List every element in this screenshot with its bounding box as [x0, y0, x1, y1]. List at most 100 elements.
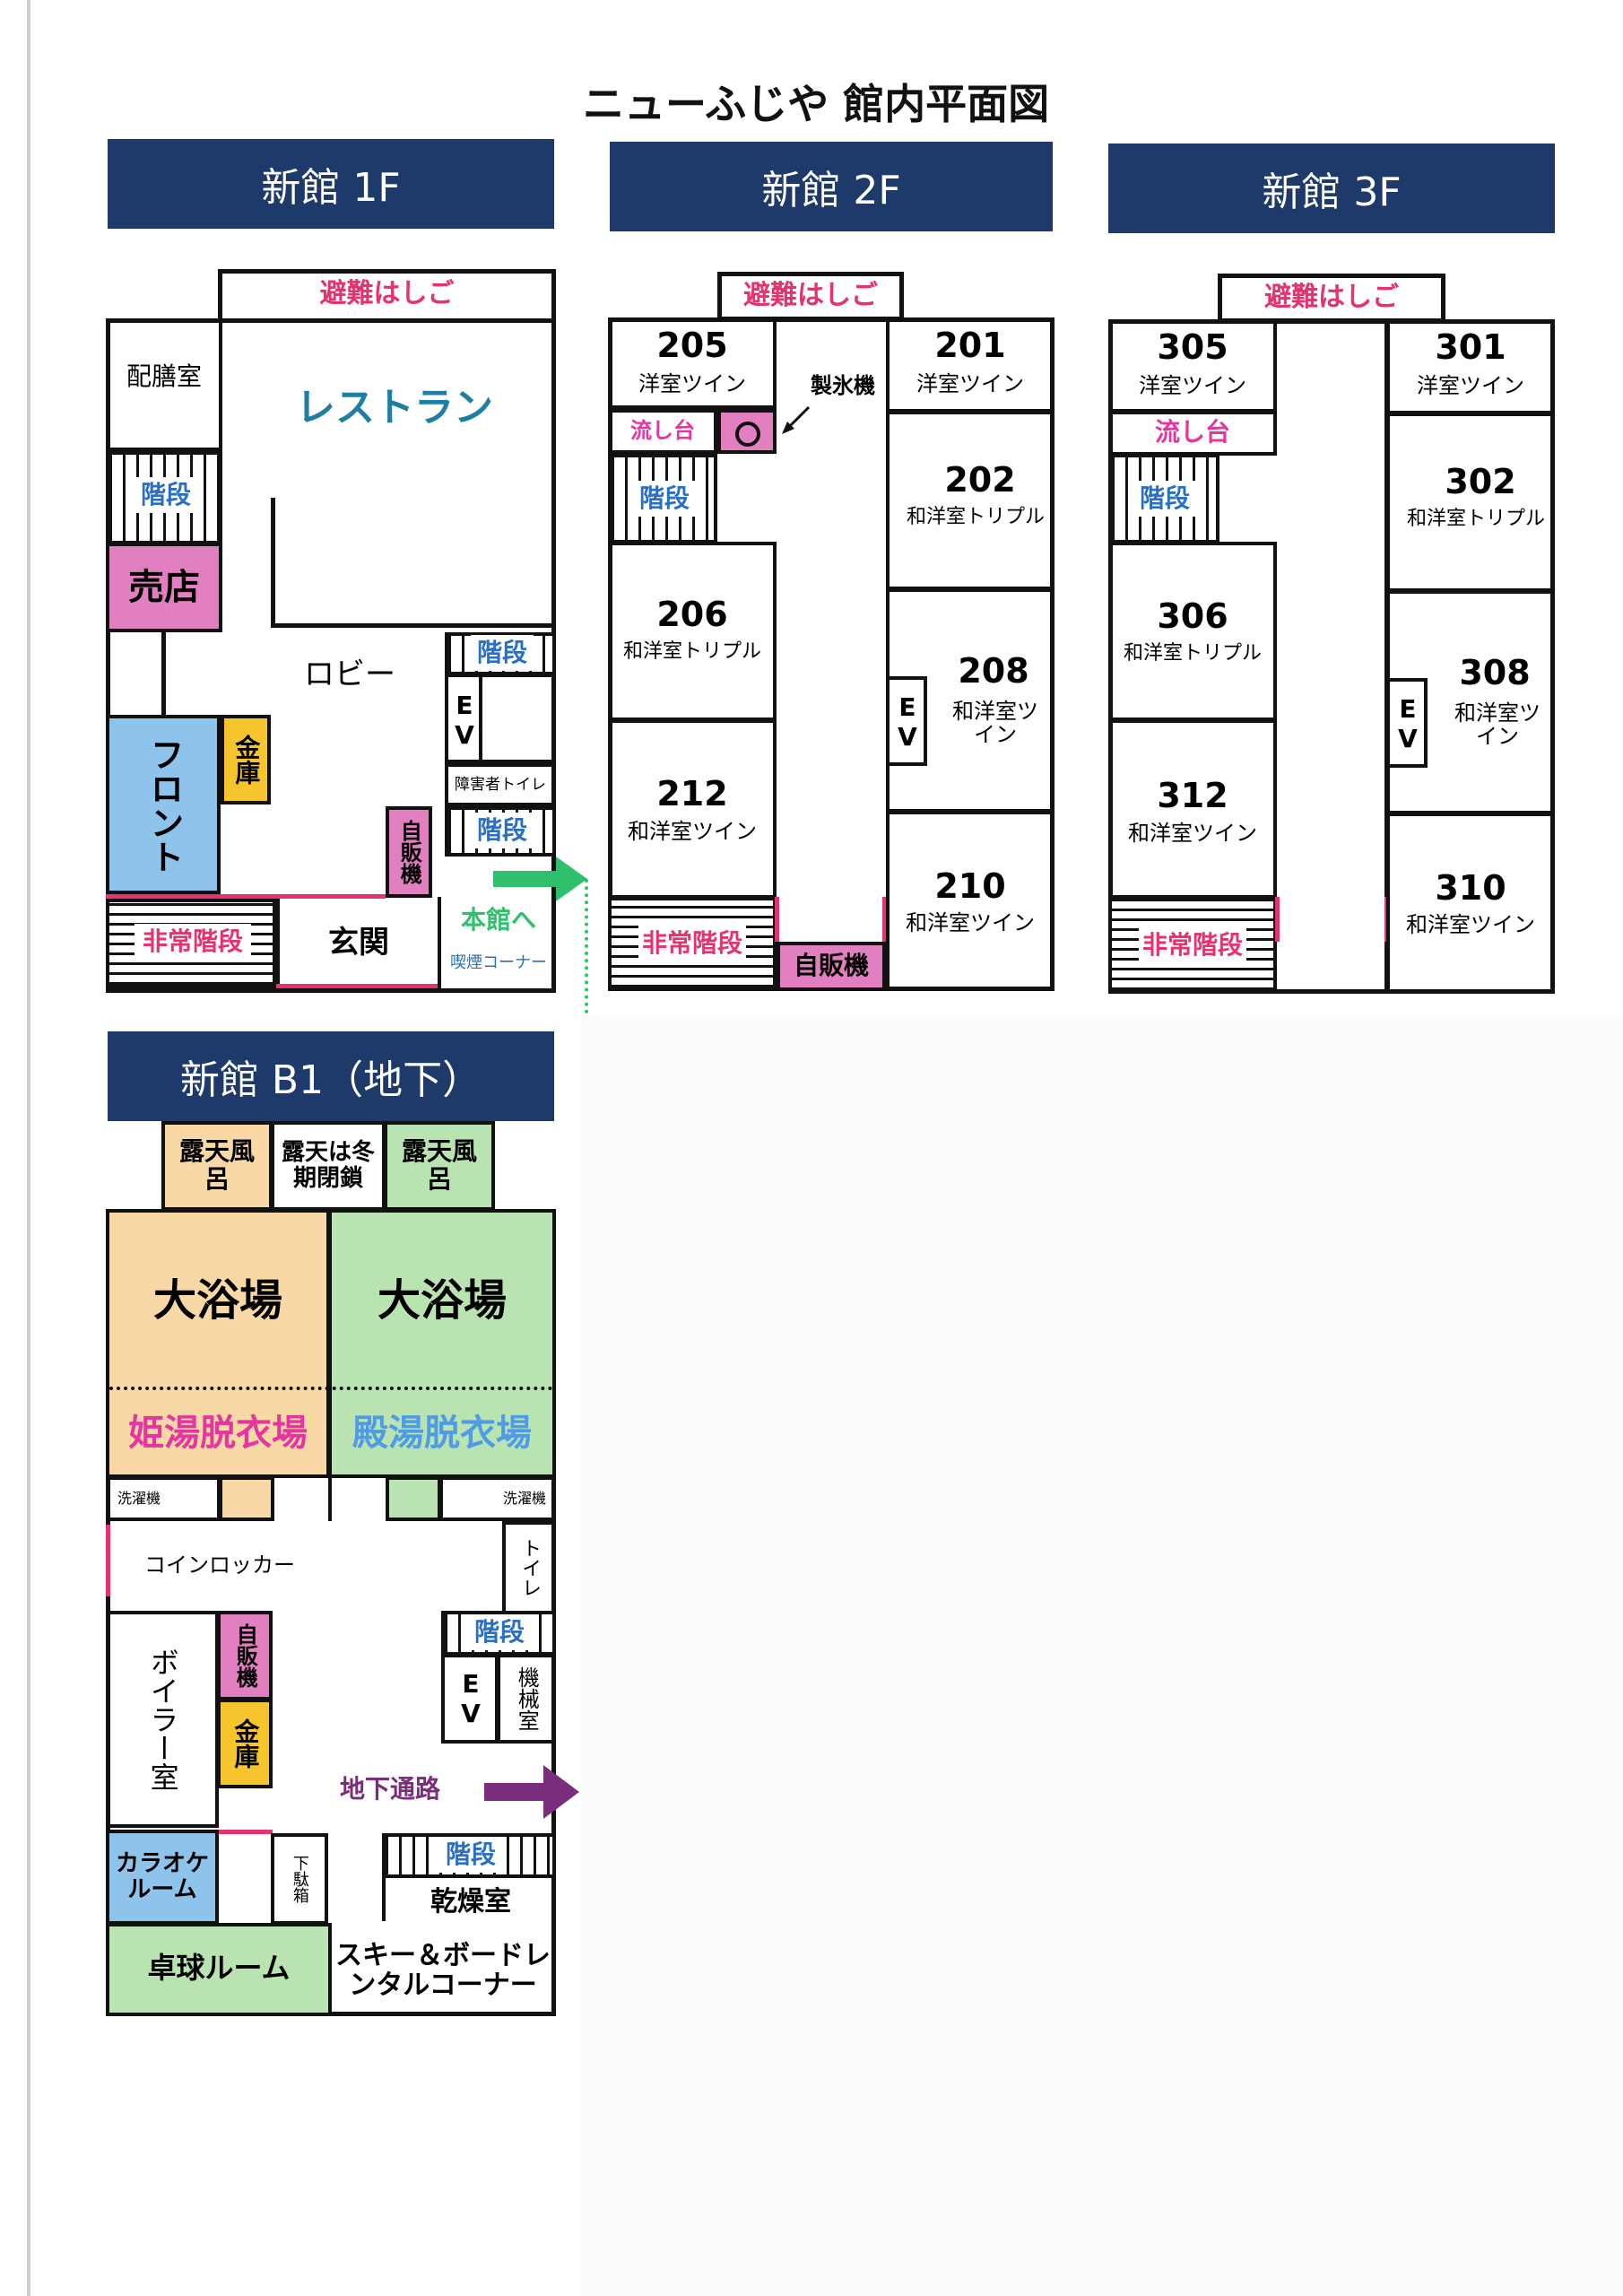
room-210-number: 210 [934, 866, 1006, 907]
f2-ladder-label: 避難はしご [743, 279, 878, 311]
f1-ev-label: EV [449, 691, 480, 750]
f3-emergency-stairs-label: 非常階段 [1139, 927, 1246, 963]
floor-b1-header: 新館 B1（地下） [108, 1031, 554, 1121]
b1-rental-label: スキー＆ボードレンタルコーナー [335, 1940, 551, 2001]
f1-ev [445, 674, 556, 763]
b1-outdoor-bath-right-label: 露天風呂 [401, 1136, 477, 1194]
b1-machine-label: 機械室 [514, 1666, 540, 1731]
f1-emergency-stairs-label: 非常階段 [135, 924, 251, 960]
f1-stairs2-label: 階段 [471, 635, 534, 671]
floor-3f-header: 新館 3F [1108, 144, 1555, 233]
arrow-underground-icon [484, 1765, 579, 1819]
f1-front-label: フロント [143, 737, 184, 874]
room-212-type: 和洋室ツイン [628, 818, 757, 844]
b1-boiler-label: ボイラー室 [145, 1648, 180, 1791]
room-302 [1386, 413, 1555, 592]
f1-stairs3-label: 階段 [471, 813, 534, 848]
b1-washer-right [439, 1476, 556, 1521]
f1-shop [106, 543, 222, 632]
f1-accessible-toilet [445, 763, 556, 806]
room-305-number: 305 [1157, 327, 1228, 368]
room-312-number: 312 [1157, 776, 1228, 816]
room-202-number: 202 [944, 460, 1016, 500]
f1-vending [386, 806, 432, 898]
b1-vending [217, 1611, 273, 1700]
b1-bath-men-label: 大浴場 [377, 1274, 507, 1326]
b1-dressing-women-label: 姫湯脱衣場 [128, 1413, 308, 1454]
f1-smoking-label: 喫煙コーナー [450, 953, 547, 973]
b1-outdoor-closed-label: 露天は冬期閉鎖 [281, 1139, 375, 1192]
f2-ev-label: EV [892, 692, 923, 752]
b1-pingpong-label: 卓球ルーム [147, 1951, 291, 1986]
ice-pointer-icon [782, 405, 811, 434]
room-206-number: 206 [656, 595, 728, 635]
room-202-type: 和洋室トリプル [906, 505, 1045, 528]
floor-2f-header: 新館 2F [610, 142, 1053, 231]
room-305-type: 洋室ツイン [1139, 372, 1246, 398]
room-205 [608, 317, 777, 409]
room-208-type: 和洋室ツイン [952, 698, 1038, 747]
f1-to-main-label: 本館へ [460, 904, 536, 935]
room-306-number: 306 [1157, 596, 1228, 637]
floor-1f-header: 新館 1F [108, 139, 554, 229]
b1-shoe-box-label: 下駄箱 [290, 1855, 309, 1903]
f3-ev [1386, 678, 1428, 768]
room-210-type: 和洋室ツイン [906, 909, 1035, 935]
f1-shop-label: 売店 [128, 567, 200, 608]
page-title: ニューふじや 館内平面図 [583, 80, 1050, 128]
f3-emergency-stairs [1108, 897, 1277, 994]
f3-sink-label: 流し台 [1154, 416, 1230, 447]
room-302-type: 和洋室トリプル [1406, 507, 1545, 530]
f2-ladder-box [717, 272, 904, 321]
room-302-number: 302 [1445, 462, 1516, 502]
f1-stairs-label: 階段 [135, 477, 197, 513]
b1-underground-label: 地下通路 [339, 1773, 440, 1804]
f2-vending-label: 自販機 [793, 951, 869, 981]
b1-safe [217, 1699, 273, 1788]
b1-safe-label: 金庫 [230, 1718, 261, 1769]
f1-safe [221, 715, 271, 804]
b1-bath-women-label: 大浴場 [152, 1274, 282, 1326]
f3-stairs-label: 階段 [1133, 481, 1196, 517]
f1-ladder-label: 避難はしご [319, 277, 455, 309]
room-301-number: 301 [1435, 327, 1506, 368]
f2-emergency-stairs-label: 非常階段 [638, 926, 746, 961]
room-205-type: 洋室ツイン [638, 370, 746, 396]
room-312-type: 和洋室ツイン [1128, 820, 1257, 846]
f2-ev [886, 676, 927, 766]
f2-sink [608, 409, 717, 454]
room-210 [886, 811, 1055, 991]
room-205-number: 205 [656, 326, 728, 366]
room-310 [1386, 813, 1555, 994]
b1-bath-women [106, 1209, 330, 1478]
b1-vending-label: 自販機 [232, 1623, 258, 1688]
b1-coin-locker-label: コインロッカー [144, 1552, 295, 1578]
b1-dressing-men-label: 殿湯脱衣場 [352, 1413, 532, 1454]
b1-stairs-label: 階段 [468, 1614, 531, 1650]
f1-restaurant-label: レストラン [296, 384, 493, 430]
b1-pingpong [106, 1923, 332, 2016]
room-301-type: 洋室ツイン [1417, 372, 1524, 398]
room-212-number: 212 [656, 774, 728, 814]
f1-pantry [106, 318, 222, 451]
b1-drying-label: 乾燥室 [430, 1885, 511, 1918]
room-310-number: 310 [1435, 868, 1506, 909]
f2-sink-label: 流し台 [630, 417, 695, 443]
room-201-number: 201 [934, 326, 1006, 366]
room-308-type: 和洋室ツイン [1454, 700, 1541, 749]
b1-washer-right-label: 洗濯機 [502, 1490, 546, 1508]
arrow-to-main-icon [493, 857, 587, 901]
b1-toilet-label: トイレ [518, 1538, 542, 1597]
f2-vending [777, 942, 886, 991]
room-208-number: 208 [958, 651, 1029, 691]
sheet-edge [27, 0, 30, 2296]
f3-ev-label: EV [1393, 694, 1423, 753]
b1-ev-label: EV [456, 1669, 486, 1728]
room-306-type: 和洋室トリプル [1123, 641, 1262, 665]
f1-accessible-toilet-label: 障害者トイレ [455, 775, 546, 794]
f1-vending-label: 自販機 [396, 820, 422, 884]
b1-karaoke-label: カラオケルーム [115, 1850, 209, 1903]
b1-stairs2-label: 階段 [439, 1837, 502, 1873]
f1-lobby-label: ロビー [304, 657, 395, 693]
f2-stairs-label: 階段 [633, 481, 696, 517]
